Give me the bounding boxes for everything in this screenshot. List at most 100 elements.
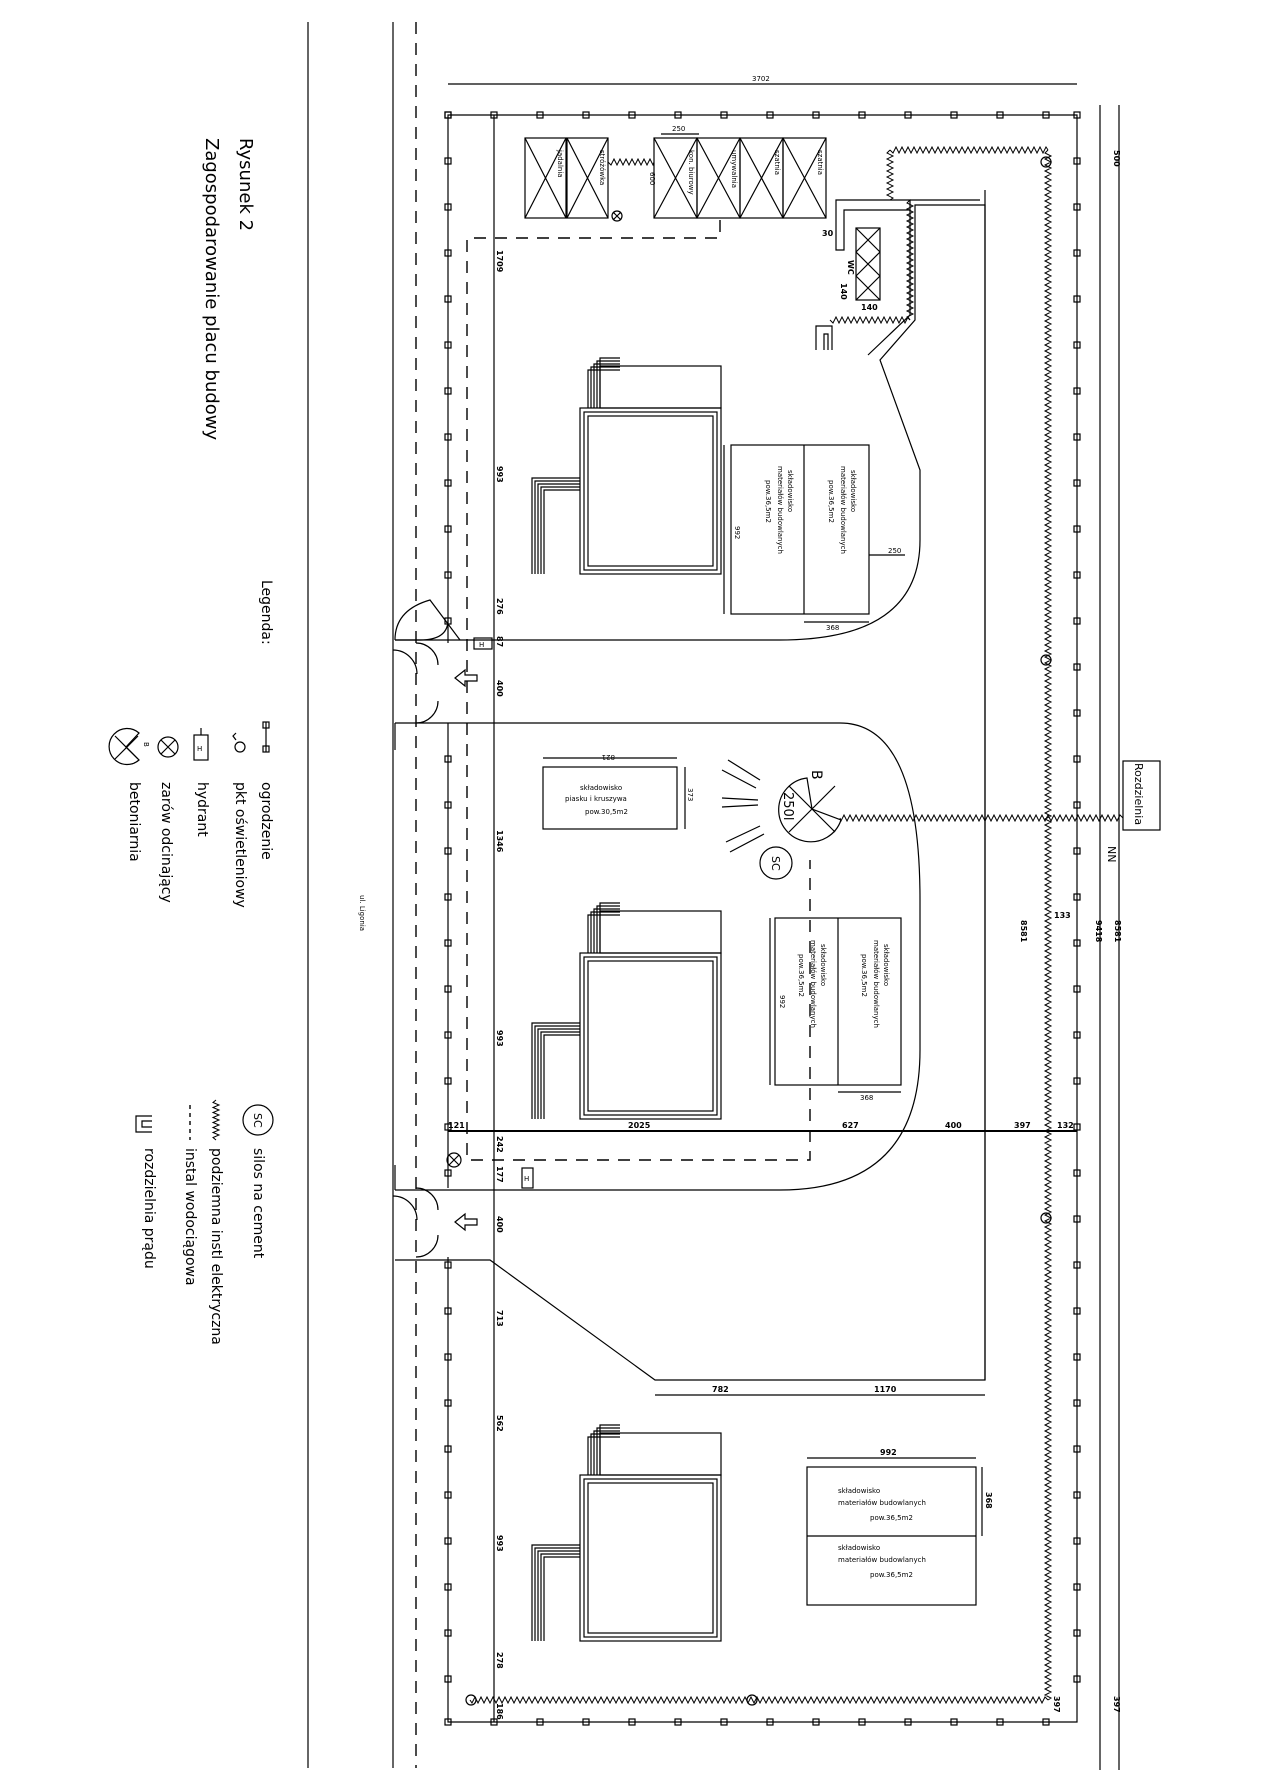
svg-text:SC: SC [769, 856, 782, 871]
svg-text:pow.36,5m2: pow.36,5m2 [870, 1514, 913, 1522]
fence-post [1073, 571, 1081, 579]
storage-area-2: składowisko materiałów budowlanych pow.3… [769, 917, 902, 1102]
legend-heading: Legenda: [258, 580, 274, 645]
container-label: szatnia [816, 150, 824, 175]
fence-post [444, 203, 452, 211]
fence-post [1073, 203, 1081, 211]
fence-post [1073, 893, 1081, 901]
dimension-label: 1346 [495, 830, 504, 853]
fence-post [1073, 1077, 1081, 1085]
dimension-label: 8581 [1019, 920, 1028, 943]
fence-post [1073, 479, 1081, 487]
container-cross [524, 137, 567, 219]
dimension-label: 713 [495, 1310, 504, 1327]
svg-text:składowisko: składowisko [882, 944, 890, 986]
light-point-icon [1040, 1212, 1052, 1224]
fence-post [582, 1718, 590, 1726]
fence-post [1073, 525, 1081, 533]
dimension-label: 132 [1057, 1121, 1074, 1130]
hydrant-icon: H [193, 728, 209, 761]
dimension-label: 821 [602, 753, 615, 761]
light-point-icon [1040, 156, 1052, 168]
fence-post [1073, 157, 1081, 165]
fence-post [444, 1629, 452, 1637]
svg-text:H: H [197, 745, 202, 753]
fence-post [1042, 111, 1050, 119]
fence-post [904, 1718, 912, 1726]
dimension-label: 397 [1014, 1121, 1031, 1130]
light-point-icon [465, 1694, 477, 1706]
shutoff-valve-icon [446, 1152, 462, 1168]
svg-text:SC: SC [251, 1113, 264, 1128]
fence-post [812, 111, 820, 119]
entrance-gate [392, 1187, 478, 1258]
svg-text:materiałów budowlanych: materiałów budowlanych [872, 940, 880, 1028]
fence-post [1073, 1491, 1081, 1499]
fence-post [1073, 1169, 1081, 1177]
dimension-label: 9418 [1094, 920, 1103, 943]
internal-road [395, 204, 986, 1381]
svg-text:materiałów budowlanych: materiałów budowlanych [809, 940, 817, 1028]
dimension-label: 397 [1112, 1696, 1121, 1713]
fence-post [444, 1353, 452, 1361]
fence-post [444, 1031, 452, 1039]
fence-post [444, 1537, 452, 1545]
building-under-construction [531, 357, 722, 575]
fence-post [1073, 1307, 1081, 1315]
dimension-label: 993 [495, 1535, 504, 1552]
fence-post [1073, 1629, 1081, 1637]
light-point-icon [746, 1694, 758, 1706]
svg-text:piasku i kruszywa: piasku i kruszywa [565, 795, 627, 803]
container [782, 137, 827, 219]
fence-post [1073, 433, 1081, 441]
fence-post [858, 1718, 866, 1726]
legend-label: podziemna instl elektryczna [208, 1148, 224, 1345]
fence-post [444, 985, 452, 993]
fence-post [444, 1491, 452, 1499]
dimension-label: 500 [1112, 150, 1121, 167]
light-point-icon [232, 732, 246, 753]
container-label: stróżówka [598, 150, 606, 185]
container-label: jadalnia [556, 149, 564, 178]
shutoff-valve-icon [611, 210, 623, 222]
fence-post [1073, 1215, 1081, 1223]
container-cross [782, 137, 827, 219]
container-label: kon. biurowy [687, 150, 695, 195]
container-cross [696, 137, 741, 219]
svg-text:NN: NN [1105, 846, 1118, 862]
dimension-label: 278 [495, 1652, 504, 1669]
fence-post [1073, 663, 1081, 671]
fence-post [444, 1445, 452, 1453]
figure-number: Rysunek 2 [235, 138, 256, 231]
fence-post [950, 1718, 958, 1726]
fence-post [444, 939, 452, 947]
fence-post [444, 847, 452, 855]
fence-post [444, 1077, 452, 1085]
svg-text:250l: 250l [780, 792, 795, 820]
fence-post [444, 249, 452, 257]
dimension-label: 992 [733, 526, 741, 539]
fence-post [996, 111, 1004, 119]
fence-post [444, 1399, 452, 1407]
fence-post [444, 893, 452, 901]
fence-post [1073, 1583, 1081, 1591]
fence-post [904, 111, 912, 119]
dimension-label: 600 [648, 172, 656, 185]
fence-post [1073, 1445, 1081, 1453]
fence-post [628, 111, 636, 119]
fence-post [950, 111, 958, 119]
legend-label: pkt oświetleniowy [232, 782, 248, 908]
fence-post [444, 801, 452, 809]
dimension-label: 373 [686, 788, 694, 801]
dimension-label: 140 [839, 283, 848, 300]
fence-post [444, 341, 452, 349]
fence-post [996, 1718, 1004, 1726]
shutoff-valve-icon [157, 736, 179, 758]
underground-electric-icon [211, 1099, 221, 1141]
dimension-label: 627 [842, 1121, 859, 1130]
fence-post [1073, 341, 1081, 349]
svg-text:materiałów budowlanych: materiałów budowlanych [839, 466, 847, 554]
storage-area-3: składowisko materiałów budowlanych pow.3… [806, 1448, 993, 1606]
container [566, 137, 609, 219]
cement-silo-icon: SC [759, 846, 793, 880]
